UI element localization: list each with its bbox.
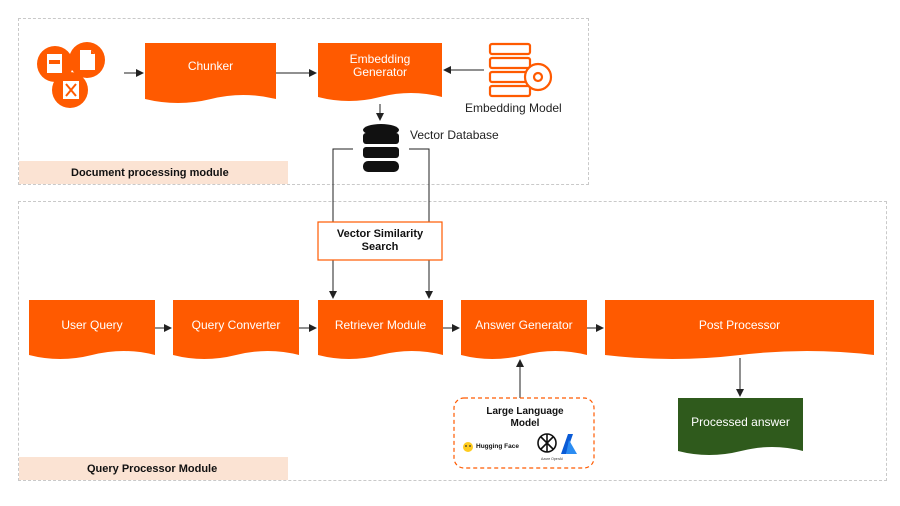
- query-converter-box: [173, 300, 299, 359]
- post-processor-box: [605, 300, 874, 359]
- query-processor-module-label: Query Processor Module: [19, 457, 288, 480]
- document-processing-module: [18, 18, 589, 185]
- hugging-face-label: Hugging Face: [476, 443, 519, 450]
- embedding-model-icon: [488, 42, 553, 98]
- document-file-icon: [69, 42, 105, 78]
- query-processor-module: [18, 201, 887, 481]
- processed-answer-box: [678, 398, 803, 455]
- file-icons-group: [37, 42, 105, 108]
- embedding-generator-box: [318, 43, 442, 101]
- document-module-label-text: Document processing module: [71, 166, 229, 179]
- chunker-box: [145, 43, 276, 103]
- answer-generator-box: [461, 300, 587, 359]
- user-query-box: [29, 300, 155, 359]
- openai-icon: [537, 433, 557, 453]
- retriever-module-box: [318, 300, 443, 359]
- document-processing-module-label: Document processing module: [19, 161, 288, 184]
- azure-openai-label: Azure OpenAI: [541, 457, 563, 461]
- azure-icon: [561, 434, 577, 454]
- hugging-face-icon: [463, 442, 473, 452]
- vector-similarity-search-box: [317, 221, 443, 261]
- embedding-model-label: Embedding Model: [465, 101, 562, 115]
- pdf-file-icon: [37, 46, 73, 82]
- llm-box: [453, 397, 595, 469]
- query-module-label-text: Query Processor Module: [87, 462, 218, 475]
- vector-database-icon: [363, 124, 399, 172]
- excel-file-icon: [52, 72, 88, 108]
- vector-database-label: Vector Database: [410, 128, 499, 142]
